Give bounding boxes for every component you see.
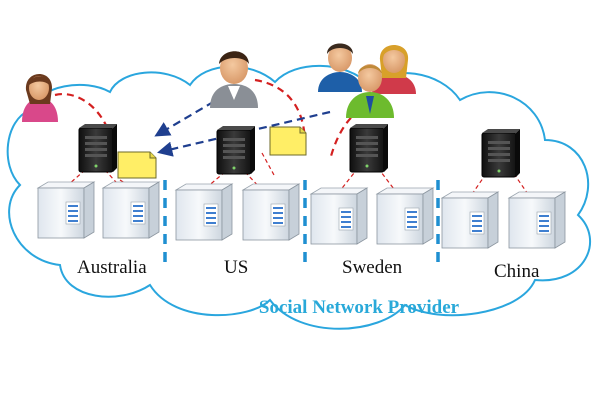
user-group-icon bbox=[318, 43, 416, 118]
tower-server-icon bbox=[349, 124, 388, 173]
rack-server-icon bbox=[36, 181, 96, 239]
user-link-us bbox=[254, 78, 307, 146]
rack-server-icon bbox=[507, 191, 567, 249]
region-label-sweden: Sweden bbox=[342, 257, 403, 278]
tower-servers bbox=[78, 124, 520, 178]
provider-label: Social Network Provider bbox=[258, 297, 460, 318]
access-arrow-2 bbox=[157, 110, 331, 157]
tower-server-icon bbox=[216, 126, 255, 175]
rack-server-icon bbox=[241, 183, 301, 241]
region-label-china: China bbox=[494, 261, 540, 282]
user-woman-icon bbox=[22, 73, 58, 122]
rack-servers bbox=[36, 181, 567, 249]
rack-server-icon bbox=[375, 187, 435, 245]
rack-server-icon bbox=[101, 181, 161, 239]
region-label-australia: Australia bbox=[77, 257, 147, 278]
tower-server-icon bbox=[78, 124, 117, 173]
user-man-icon bbox=[210, 51, 258, 108]
rack-server-icon bbox=[440, 191, 500, 249]
rack-server-icon bbox=[309, 187, 369, 245]
tower-server-icon bbox=[481, 129, 520, 178]
document-icon bbox=[269, 126, 307, 156]
document-icon bbox=[117, 151, 157, 179]
region-label-us: US bbox=[224, 257, 249, 278]
rack-server-icon bbox=[174, 183, 234, 241]
